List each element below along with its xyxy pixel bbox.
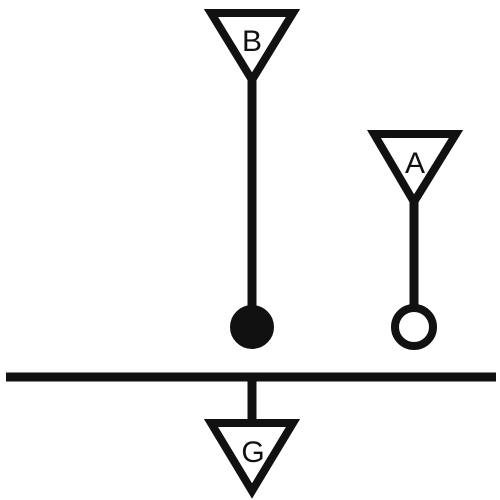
filled-terminal-b (230, 305, 274, 349)
node-g: G (203, 377, 301, 499)
open-terminal-a (391, 304, 437, 350)
label-b: B (242, 25, 262, 58)
triangle-g (203, 419, 301, 499)
node-a: A (367, 130, 464, 350)
label-a: A (405, 147, 425, 180)
triangle-a (367, 130, 464, 210)
node-b: B (203, 9, 301, 349)
label-g: G (241, 436, 264, 469)
triangle-b (203, 9, 301, 88)
